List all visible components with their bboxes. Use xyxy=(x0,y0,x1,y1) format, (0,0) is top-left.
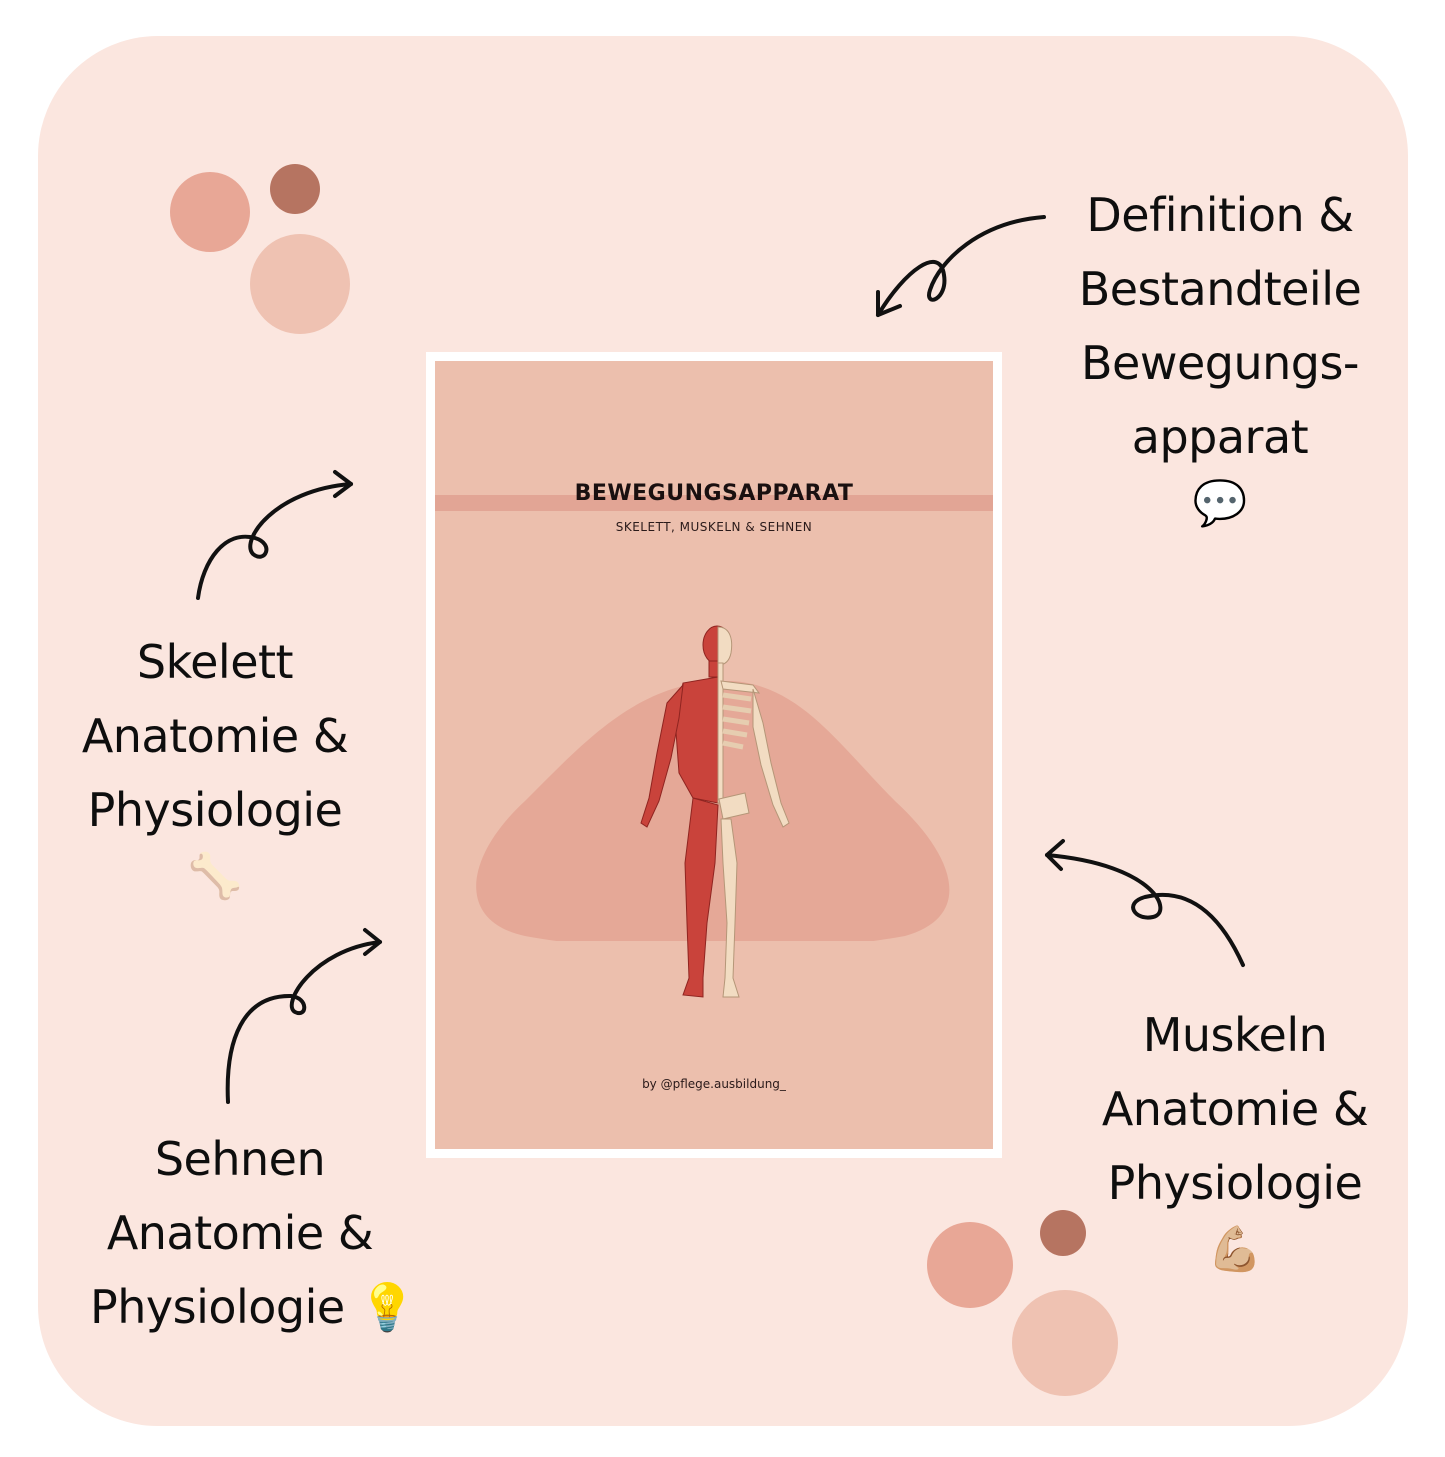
poster-subtitle: SKELETT, MUSKELN & SEHNEN xyxy=(615,520,813,534)
decor-dot-light xyxy=(170,172,250,252)
label-line: Physiologie xyxy=(1107,1156,1363,1210)
decor-dot-dark xyxy=(1040,1210,1086,1256)
skeleton-half xyxy=(717,626,790,998)
label-line: Physiologie 💡 xyxy=(90,1280,416,1334)
poster-frame: BEWEGUNGSAPPARAT SKELETT, MUSKELN & SEHN… xyxy=(426,352,1002,1158)
decor-dot-pale xyxy=(250,234,350,334)
arrow-from-skelett xyxy=(196,470,353,600)
bone-icon: 🦴 xyxy=(187,851,243,902)
label-muskeln: Muskeln Anatomie & Physiologie 💪🏼 xyxy=(1085,998,1385,1280)
label-skelett: Skelett Anatomie & Physiologie 🦴 xyxy=(70,625,360,907)
label-line: Sehnen xyxy=(154,1132,326,1186)
decor-dot-pale xyxy=(1012,1290,1118,1396)
label-line: Skelett xyxy=(136,635,294,689)
label-line: Definition & xyxy=(1086,188,1354,242)
arrow-from-sehnen xyxy=(225,928,382,1104)
label-line: Muskeln xyxy=(1142,1008,1328,1062)
poster-byline: by @pflege.ausbildung_ xyxy=(642,1077,786,1091)
label-line: Bestandteile xyxy=(1078,262,1362,316)
decor-dot-light xyxy=(927,1222,1013,1308)
label-line: Bewegungs- xyxy=(1080,336,1360,390)
label-line: Anatomie & xyxy=(81,709,349,763)
speech-bubble-icon: 💬 xyxy=(1192,478,1248,529)
label-definition: Definition & Bestandteile Bewegungs- app… xyxy=(1060,178,1380,534)
arrow-to-poster-top xyxy=(876,215,1046,317)
label-sehnen: Sehnen Anatomie & Physiologie 💡 xyxy=(90,1122,416,1344)
decor-dot-dark xyxy=(270,164,320,214)
flexed-biceps-icon: 💪🏼 xyxy=(1207,1224,1263,1275)
label-line: Anatomie & xyxy=(1101,1082,1369,1136)
label-line: Physiologie xyxy=(87,783,343,837)
poster-title-band xyxy=(435,495,993,511)
label-line: Anatomie & xyxy=(106,1206,374,1260)
poster: BEWEGUNGSAPPARAT SKELETT, MUSKELN & SEHN… xyxy=(435,361,993,1149)
arrow-from-muskeln xyxy=(1045,839,1245,967)
poster-title: BEWEGUNGSAPPARAT xyxy=(574,481,854,506)
label-line: apparat xyxy=(1131,410,1309,464)
anatomy-figure-illustration xyxy=(640,625,790,998)
